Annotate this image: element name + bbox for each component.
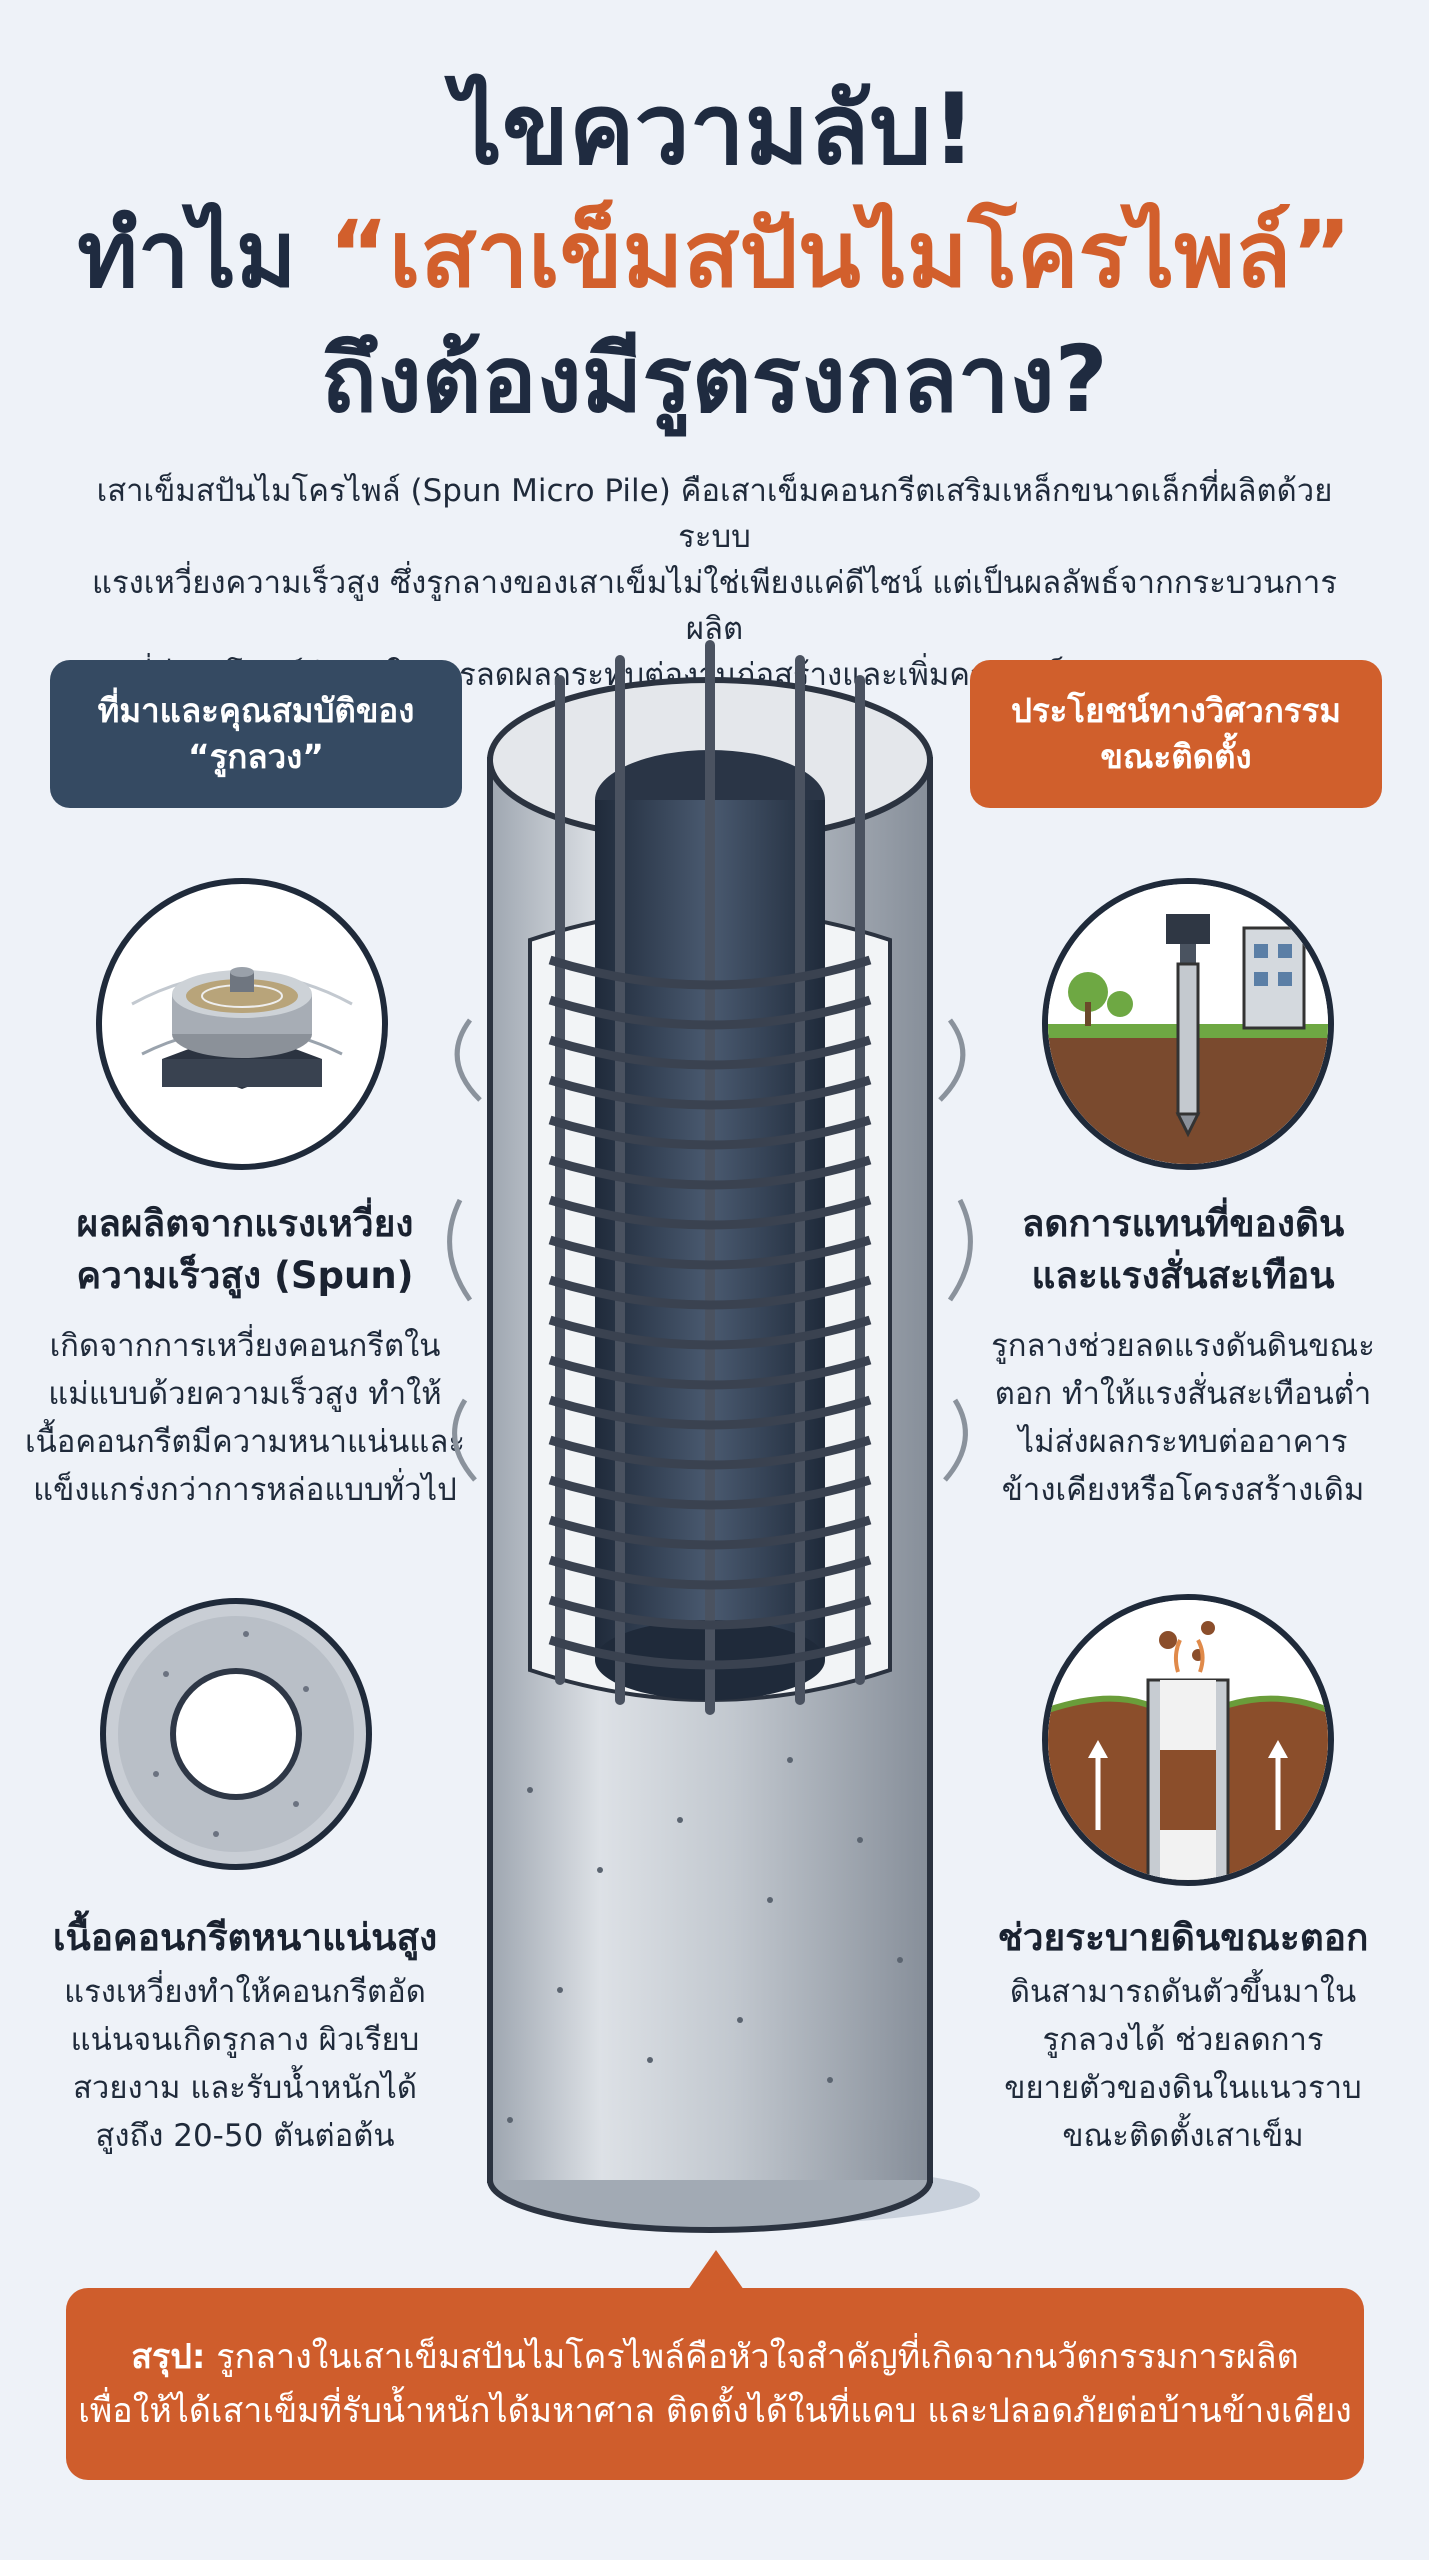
right-item1-heading: ลดการแทนที่ของดิน และแรงสั่นสะเทือน <box>958 1198 1408 1302</box>
pile-driving-ground-icon <box>1042 878 1334 1170</box>
summary-line-2: เพื่อให้ได้เสาเข็มที่รับน้ำหนักได้มหาศาล… <box>78 2391 1352 2431</box>
left-item1-heading-line-1: ผลผลิตจากแรงเหวี่ยง <box>76 1202 414 1245</box>
right-item1-desc-line: ตอก ทำให้แรงสั่นสะเทือนต่ำ <box>994 1376 1372 1412</box>
left-item1-heading-line-2: ความเร็วสูง (Spun) <box>76 1254 414 1297</box>
title-line-2: ทำไม “เสาเข็มสปันไมโครไพล์” <box>0 195 1429 315</box>
right-item1-desc-line: ไม่ส่งผลกระทบต่ออาคาร <box>1018 1424 1348 1460</box>
right-item1-desc-line: รูกลางช่วยลดแรงดันดินขณะ <box>991 1328 1375 1364</box>
left-item1-description: เกิดจากการเหวี่ยงคอนกรีตใน แม่แบบด้วยควา… <box>20 1322 470 1514</box>
right-item2-desc-line: ขยายตัวของดินในแนวราบ <box>1004 2070 1362 2106</box>
summary-box: สรุป: รูกลางในเสาเข็มสปันไมโครไพล์คือหัว… <box>66 2288 1364 2480</box>
right-item1-desc-line: ข้างเคียงหรือโครงสร้างเดิม <box>1001 1472 1365 1508</box>
intro-line-1: เสาเข็มสปันไมโครไพล์ (Spun Micro Pile) ค… <box>96 473 1333 555</box>
right-item1-heading-line-1: ลดการแทนที่ของดิน <box>1021 1202 1345 1245</box>
left-item2-desc-line: สูงถึง 20-50 ตันต่อต้น <box>95 2118 395 2154</box>
right-item2-desc-line: ขณะติดตั้งเสาเข็ม <box>1062 2118 1304 2154</box>
right-item1-description: รูกลางช่วยลดแรงดันดินขณะ ตอก ทำให้แรงสั่… <box>958 1322 1408 1514</box>
left-chip-line-2: “รูกลวง” <box>188 737 324 776</box>
soil-relief-hollow-icon <box>1042 1594 1334 1886</box>
left-section-chip: ที่มาและคุณสมบัติของ “รูกลวง” <box>50 660 462 808</box>
right-chip-line-2: ขณะติดตั้ง <box>1100 737 1252 776</box>
title-line-1: ไขความลับ! <box>452 73 977 187</box>
title-prefix: ทำไม <box>77 201 329 308</box>
summary-pointer <box>688 2250 744 2290</box>
left-item1-desc-line: แม่แบบด้วยความเร็วสูง ทำให้ <box>48 1376 442 1412</box>
left-item2-description: แรงเหวี่ยงทำให้คอนกรีตอัด แน่นจนเกิดรูกล… <box>20 1968 470 2160</box>
right-item2-description: ดินสามารถดันตัวขึ้นมาใน รูกลวงได้ ช่วยลด… <box>958 1968 1408 2160</box>
centrifugal-spinner-icon <box>96 878 388 1170</box>
left-item2-desc-line: สวยงาม และรับน้ำหนักได้ <box>73 2070 417 2106</box>
left-chip-line-1: ที่มาและคุณสมบัติของ <box>97 691 415 730</box>
spun-micro-pile-illustration <box>440 640 1000 2240</box>
intro-line-2: แรงเหวี่ยงความเร็วสูง ซึ่งรูกลางของเสาเข… <box>92 565 1337 647</box>
summary-label: สรุป: <box>131 2337 206 2377</box>
hollow-concrete-section-icon <box>96 1594 376 1874</box>
title-highlight: “เสาเข็มสปันไมโครไพล์” <box>328 201 1352 308</box>
right-item2-heading: ช่วยระบายดินขณะตอก <box>997 1916 1369 1959</box>
left-item2-desc-line: แน่นจนเกิดรูกลาง ผิวเรียบ <box>70 2022 420 2058</box>
title-line-3: ถึงต้องมีรูตรงกลาง? <box>321 326 1108 433</box>
left-item1-desc-line: แข็งแกร่งกว่าการหล่อแบบทั่วไป <box>33 1472 457 1508</box>
left-item2-desc-line: แรงเหวี่ยงทำให้คอนกรีตอัด <box>64 1974 426 2010</box>
summary-text-1: รูกลางในเสาเข็มสปันไมโครไพล์คือหัวใจสำคั… <box>205 2337 1299 2377</box>
left-item2-heading: เนื้อคอนกรีตหนาแน่นสูง <box>52 1916 438 1959</box>
summary-line-1: สรุป: รูกลางในเสาเข็มสปันไมโครไพล์คือหัว… <box>66 2330 1364 2384</box>
right-section-chip: ประโยชน์ทางวิศวกรรม ขณะติดตั้ง <box>970 660 1382 808</box>
left-item1-heading: ผลผลิตจากแรงเหวี่ยง ความเร็วสูง (Spun) <box>20 1198 470 1302</box>
right-item2-desc-line: รูกลวงได้ ช่วยลดการ <box>1042 2022 1324 2058</box>
right-chip-line-1: ประโยชน์ทางวิศวกรรม <box>1011 691 1341 730</box>
left-item1-desc-line: เนื้อคอนกรีตมีความหนาแน่นและ <box>25 1424 465 1460</box>
right-item2-desc-line: ดินสามารถดันตัวขึ้นมาใน <box>1009 1974 1357 2010</box>
left-item1-desc-line: เกิดจากการเหวี่ยงคอนกรีตใน <box>49 1328 441 1364</box>
right-item1-heading-line-2: และแรงสั่นสะเทือน <box>1031 1254 1335 1297</box>
